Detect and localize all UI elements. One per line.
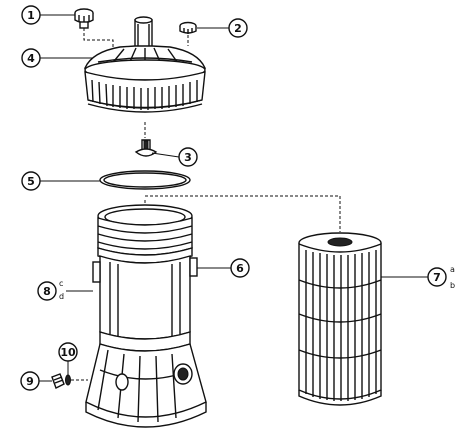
callout-7: 7 a b (381, 265, 455, 290)
drain-plug (51, 373, 88, 389)
callout-3-label: 3 (184, 151, 192, 164)
callout-3: 3 (151, 147, 198, 167)
filter-tank (85, 204, 207, 428)
callout-7-sub-b: b (450, 281, 455, 290)
air-relief-knob (74, 8, 94, 29)
callout-2-label: 2 (234, 22, 242, 35)
callout-10-label: 10 (60, 346, 76, 359)
callout-10: 10 (58, 342, 78, 375)
callout-8: 8 c d (37, 279, 93, 301)
callout-8-sub-d: d (59, 292, 64, 301)
callout-1-label: 1 (27, 9, 35, 22)
callout-8-sub-c: c (59, 279, 63, 288)
callout-5: 5 (21, 171, 100, 191)
filter-lid (83, 16, 207, 113)
callout-1: 1 (21, 5, 75, 25)
callout-6-label: 6 (236, 262, 244, 275)
pressure-gauge-cap (179, 21, 197, 34)
callout-6: 6 (197, 258, 250, 278)
callout-4-label: 4 (27, 52, 35, 65)
filter-cartridge (298, 232, 382, 406)
callout-9-label: 9 (26, 375, 34, 388)
callout-5-label: 5 (27, 175, 35, 188)
cartridge-pleats (305, 250, 377, 401)
callout-7-sub-a: a (450, 265, 455, 274)
callout-8-label: 8 (43, 285, 51, 298)
callout-9: 9 (20, 371, 52, 391)
lid-ring-ribs (91, 79, 198, 110)
o-ring (99, 170, 191, 190)
callout-4: 4 (21, 48, 92, 68)
diffuser-part (134, 122, 158, 157)
callout-2: 2 (197, 18, 248, 38)
callout-7-label: 7 (433, 271, 441, 284)
